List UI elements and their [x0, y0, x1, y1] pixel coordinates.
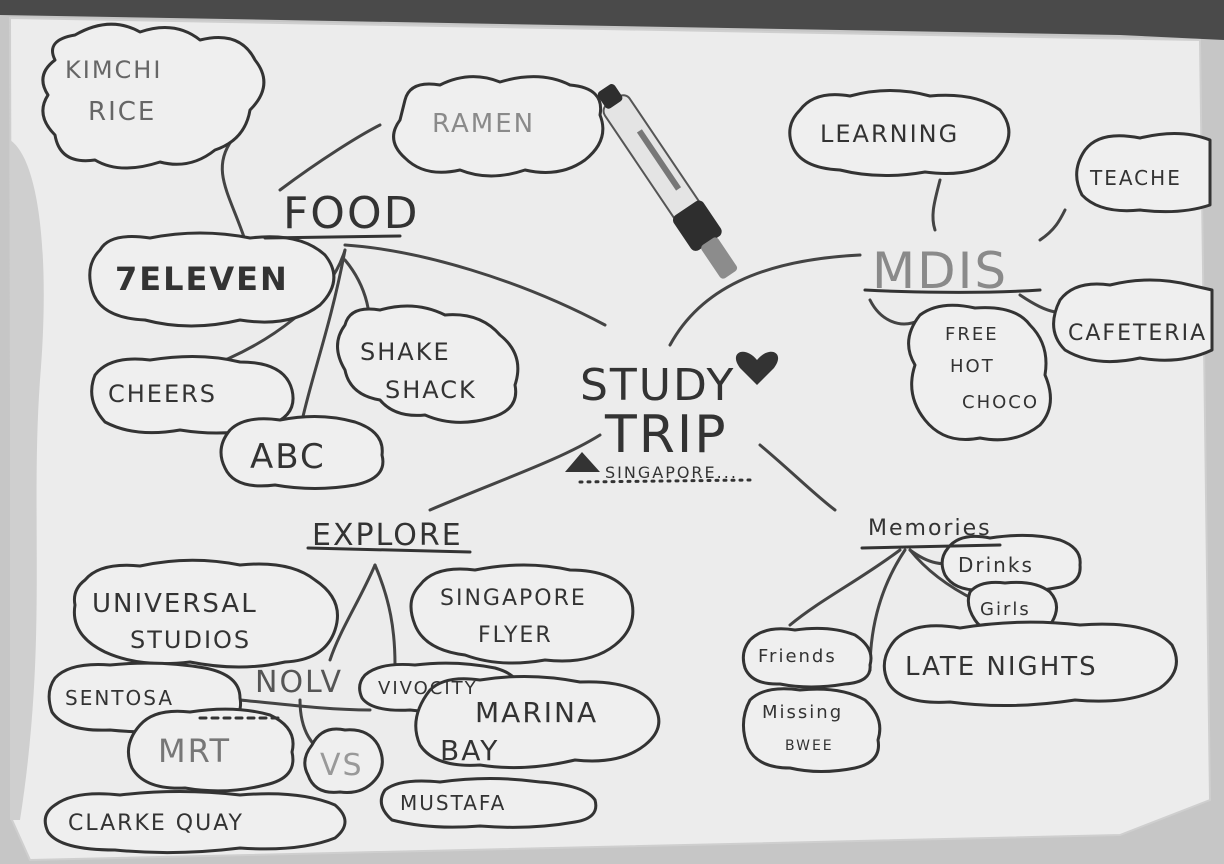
- explore-item-bay: BAY: [440, 734, 499, 767]
- food-item-cheers: CHEERS: [108, 380, 217, 408]
- explore-item-singapore: SINGAPORE: [440, 586, 587, 611]
- cloud-shakeshack: [336, 304, 520, 424]
- food-item-abc: ABC: [250, 437, 326, 477]
- explore-item-universal: UNIVERSAL: [92, 589, 258, 619]
- paper-shadow: [10, 140, 44, 820]
- center-sub: SINGAPORE...: [605, 463, 738, 482]
- explore-item-mustafa: MUSTAFA: [400, 791, 506, 815]
- explore-label: EXPLORE: [312, 518, 463, 553]
- marker-pen: [597, 84, 738, 279]
- memories-item-girls: Girls: [980, 599, 1031, 620]
- explore-item-mrt: MRT: [158, 732, 231, 770]
- cloud-teache: [1075, 131, 1212, 214]
- cloud-ramen: [392, 75, 605, 178]
- food-label: FOOD: [283, 188, 419, 239]
- cloud-mustafa: [379, 777, 598, 829]
- cloud-7eleven: [88, 231, 336, 328]
- explore-item-marina: MARINA: [475, 696, 598, 729]
- center-line2: TRIP: [604, 405, 728, 465]
- cloud-clarkequay: [43, 790, 347, 855]
- explore-item-sentosa: SENTOSA: [65, 686, 174, 710]
- cloud-missing: [742, 687, 882, 773]
- cloud-marinabay: [414, 674, 661, 770]
- memories-item-drinks: Drinks: [958, 553, 1034, 577]
- explore-item-vs: VS: [320, 748, 364, 783]
- mdis-item-learning: LEARNING: [820, 120, 959, 148]
- cloud-abc: [219, 414, 385, 490]
- mdis-label: MDIS: [872, 242, 1008, 300]
- explore-item-vivocity: VIVOCITY: [378, 678, 478, 699]
- underlines: [198, 234, 1042, 720]
- cloud-kimchi: [41, 22, 266, 170]
- cloud-singaporeflyer: [409, 563, 635, 665]
- food-item-shack: SHACK: [385, 376, 477, 404]
- food-item-ramen: RAMEN: [432, 109, 535, 139]
- mdis-item-teache: TEACHE: [1089, 166, 1182, 190]
- memories-item-bwee: BWEE: [785, 738, 834, 754]
- food-item-kimchi: KIMCHI: [65, 56, 162, 84]
- cloud-friends: [741, 626, 873, 689]
- memories-item-friends: Friends: [758, 646, 837, 667]
- mdis-item-hot: HOT: [950, 356, 995, 377]
- dark-top-edge: [0, 0, 1224, 40]
- explore-item-nolv: NOLV: [255, 665, 343, 700]
- explore-item-studios: STUDIOS: [130, 626, 251, 654]
- clouds: [41, 22, 1214, 855]
- cloud-latenights: [882, 620, 1178, 708]
- mdis-item-free: FREE: [945, 324, 999, 345]
- mdis-item-choco: CHOCO: [962, 392, 1039, 413]
- cloud-freehotchoco: [907, 303, 1052, 442]
- explore-item-clarkequay: CLARKE QUAY: [68, 811, 244, 836]
- memories-item-missing: Missing: [762, 702, 843, 723]
- cloud-cheers: [90, 354, 295, 435]
- cloud-mrt: [126, 707, 295, 793]
- cloud-learning: [788, 89, 1011, 178]
- explore-item-flyer: FLYER: [478, 623, 553, 648]
- food-item-shake: SHAKE: [360, 338, 451, 366]
- memories-label: Memories: [868, 516, 992, 541]
- food-item-rice: RICE: [88, 97, 156, 127]
- food-item-7eleven: 7ELEVEN: [115, 260, 289, 298]
- cloud-vs: [303, 727, 384, 794]
- cloud-cafeteria: [1052, 278, 1214, 364]
- memories-item-latenights: LATE NIGHTS: [905, 652, 1098, 682]
- triangle-icon: [565, 452, 600, 472]
- mdis-item-cafeteria: CAFETERIA: [1068, 321, 1207, 346]
- cloud-drinks: [940, 533, 1082, 594]
- center-line1: STUDY: [580, 360, 735, 411]
- heart-icon: [735, 351, 779, 385]
- cloud-universal: [72, 558, 339, 669]
